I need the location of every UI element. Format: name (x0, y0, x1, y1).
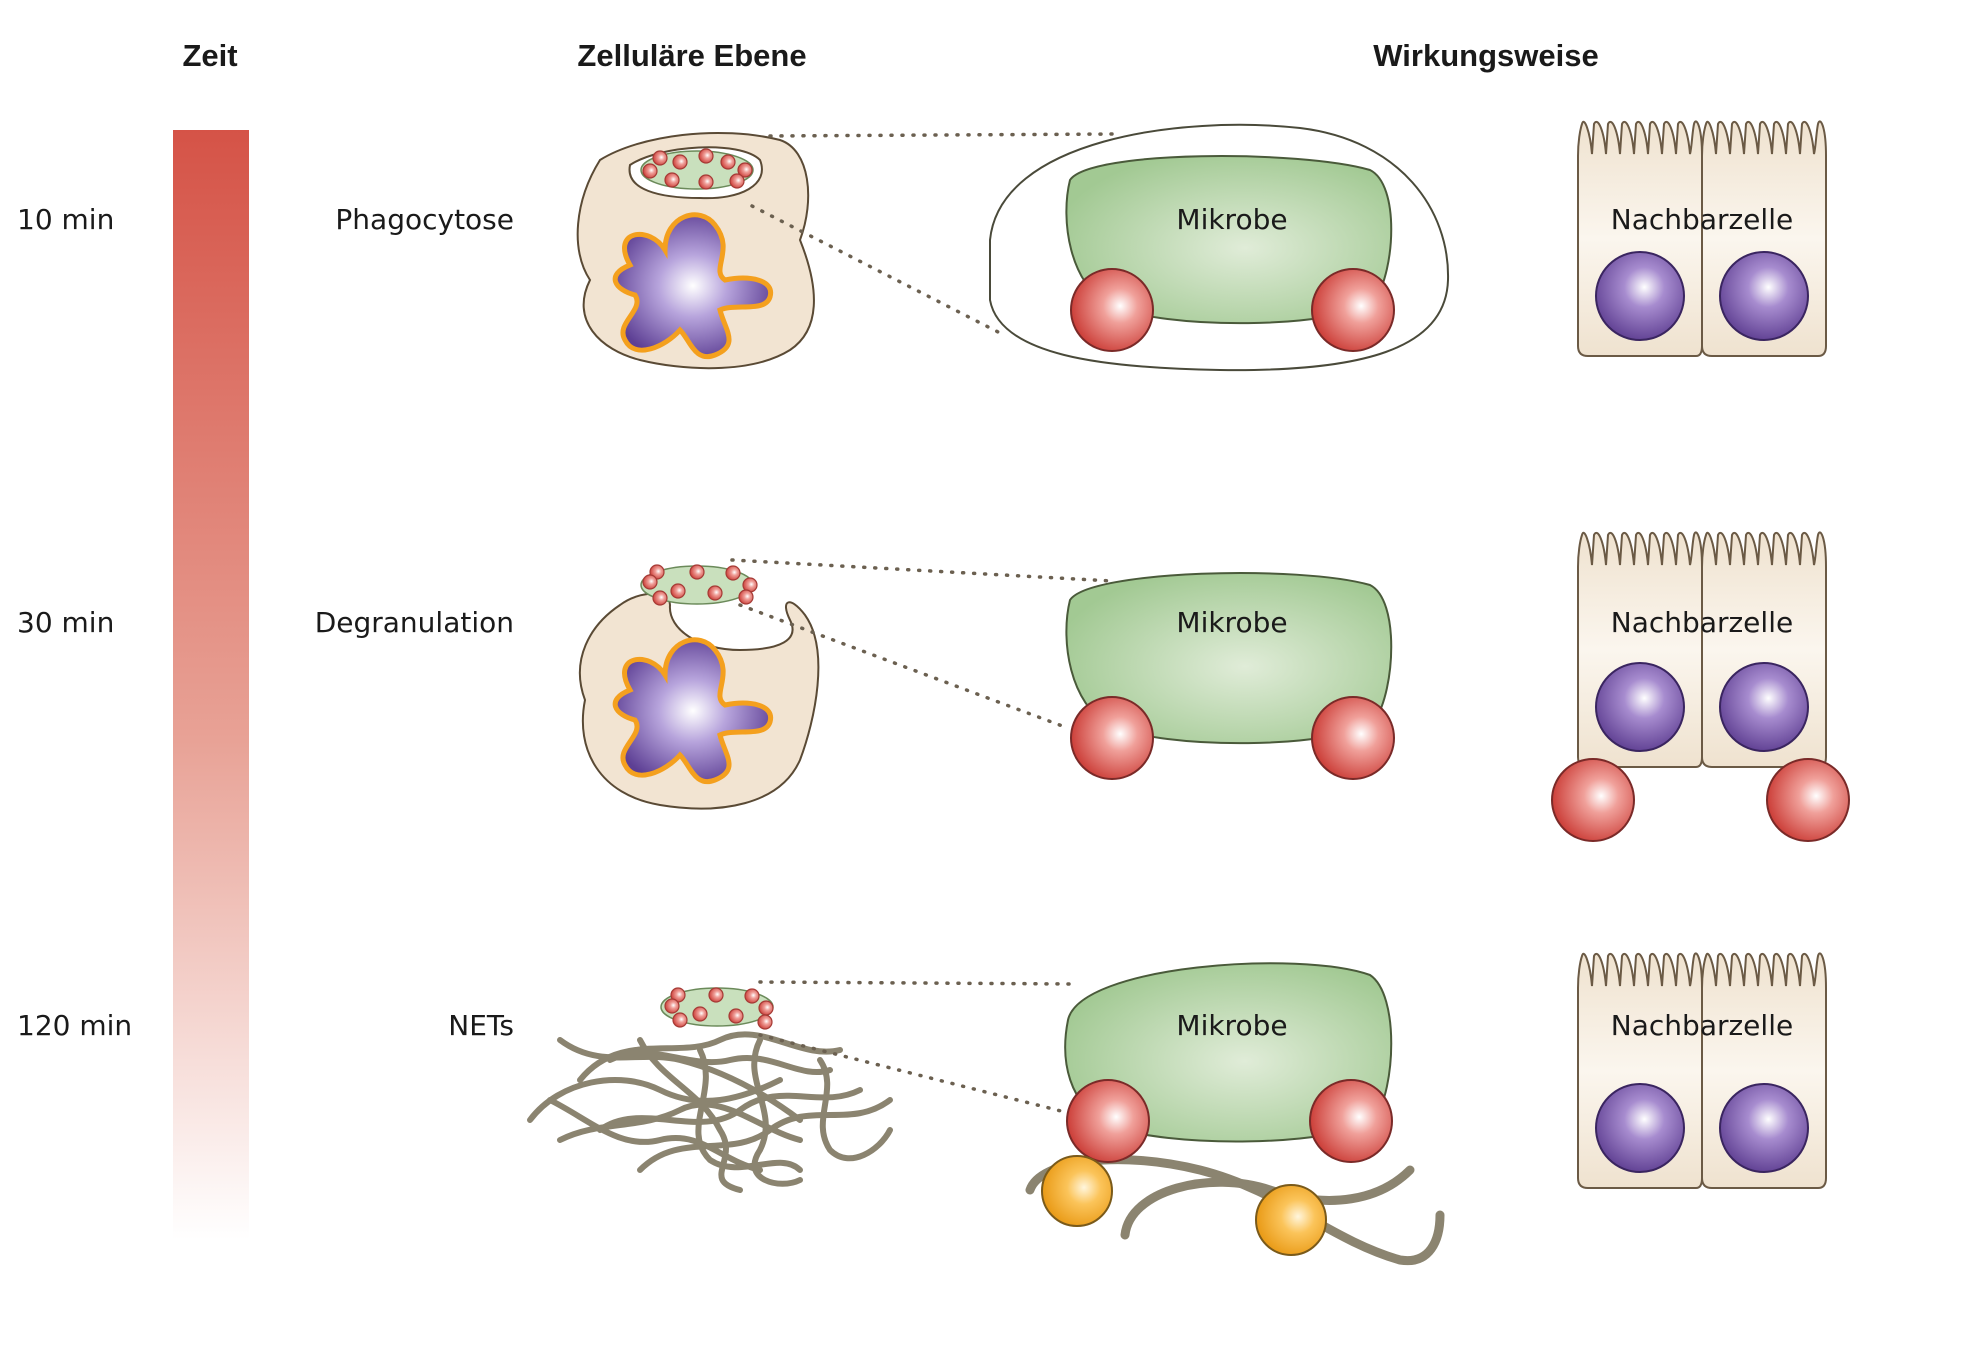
net-granule-cluster (660, 987, 774, 1030)
neighbor-label-row2: Nachbarzelle (1611, 606, 1793, 639)
neutrophil-degranulation (579, 564, 820, 810)
microbe-label-row1: Mikrobe (1176, 203, 1287, 236)
dotted-zoom-lines-row3 (758, 980, 1077, 1114)
neighbor-label-row3: Nachbarzelle (1611, 1009, 1793, 1042)
nets-detail (1025, 962, 1445, 1266)
header-mode-of-action: Wirkungsweise (1373, 38, 1598, 73)
neighbor-cells-row3 (1577, 952, 1827, 1189)
time-label-10min: 10 min (17, 203, 114, 236)
neighbor-label-row1: Nachbarzelle (1611, 203, 1793, 236)
header-time: Zeit (182, 38, 237, 73)
microbe-label-row2: Mikrobe (1176, 606, 1287, 639)
microbe-label-row3: Mikrobe (1176, 1009, 1287, 1042)
dotted-zoom-lines-row1 (750, 132, 1114, 335)
header-cellular-level: Zelluläre Ebene (577, 38, 806, 73)
time-label-30min: 30 min (17, 606, 114, 639)
neutrophil-phagocytosis (576, 132, 815, 370)
process-label-nets: NETs (448, 1009, 514, 1042)
net-fibers-cluster (527, 1031, 893, 1193)
degranulation-detail (1065, 572, 1395, 780)
process-label-degranulation: Degranulation (315, 606, 514, 639)
phagosome-detail (989, 123, 1450, 372)
time-gradient-bar (173, 130, 249, 1240)
process-label-phagocytosis: Phagocytose (335, 203, 514, 236)
neighbor-cells-row2 (1551, 531, 1850, 842)
neighbor-cells-row1 (1577, 120, 1827, 357)
time-label-120min: 120 min (17, 1009, 132, 1042)
